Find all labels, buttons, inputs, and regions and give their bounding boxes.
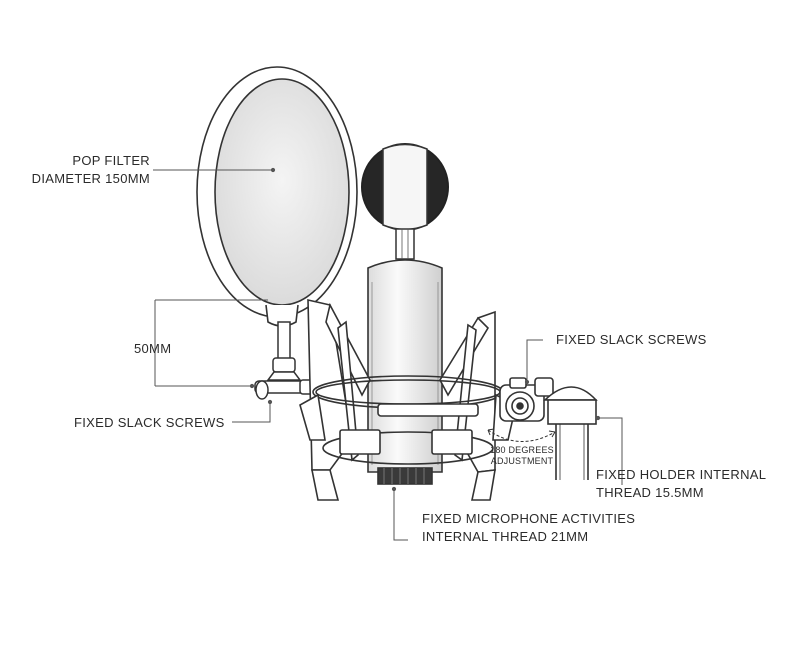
slack-screws-right-label: FIXED SLACK SCREWS [556, 332, 707, 347]
swivel-knuckle [499, 377, 598, 480]
microphone-capsule [361, 143, 449, 260]
pop-filter-label-line1: POP FILTER [72, 153, 150, 168]
mic-thread-label-line1: FIXED MICROPHONE ACTIVITIES [422, 511, 636, 526]
pop-filter-label-line2: DIAMETER 150MM [31, 171, 150, 186]
pop-filter [196, 66, 358, 327]
distance-label: 50MM [134, 341, 172, 356]
rotation-arc [487, 428, 556, 442]
slack-screws-left-label: FIXED SLACK SCREWS [74, 415, 225, 430]
holder-thread-label: FIXED HOLDER INTERNAL THREAD 15.5MM [596, 466, 766, 502]
mic-thread-label-line2: INTERNAL THREAD 21MM [422, 529, 589, 544]
leader-lines [153, 167, 623, 541]
rotation-label: 180 DEGREES ADJUSTMENT [488, 445, 556, 467]
rotation-label-line2: ADJUSTMENT [490, 456, 554, 466]
shock-mount [299, 298, 517, 501]
rotation-label-line1: 180 DEGREES [490, 445, 554, 455]
holder-thread-label-line1: FIXED HOLDER INTERNAL [596, 467, 767, 482]
holder-thread-label-line2: THREAD 15.5MM [596, 485, 704, 500]
mic-thread-label: FIXED MICROPHONE ACTIVITIES INTERNAL THR… [422, 510, 635, 546]
pop-filter-label: POP FILTER DIAMETER 150MM [0, 152, 150, 188]
microphone-body [367, 259, 443, 485]
